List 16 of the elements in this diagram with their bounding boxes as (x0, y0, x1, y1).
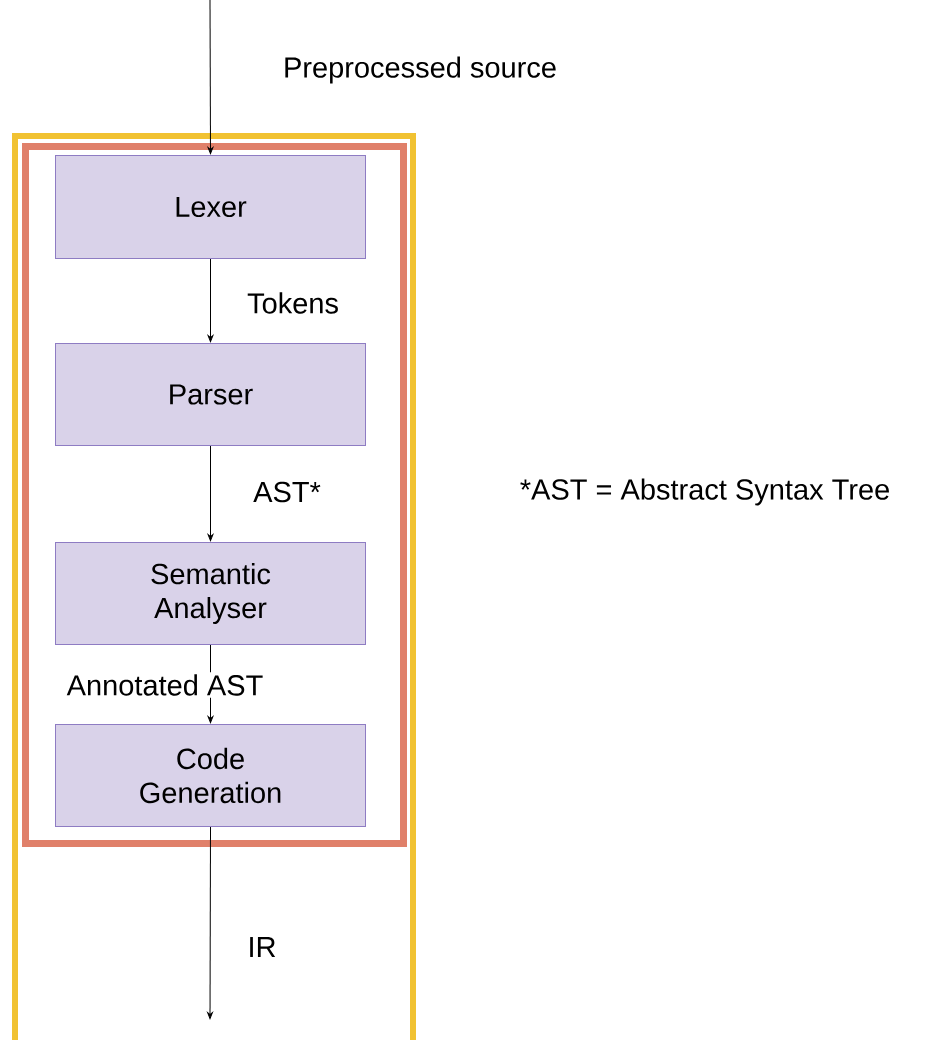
edge-label: IR (245, 935, 279, 959)
note: *AST = Abstract Syntax Tree (520, 478, 889, 506)
process-box: Lexer (55, 155, 366, 259)
group-box (22, 143, 407, 847)
arrow (207, 258, 214, 343)
process-box: Code Generation (55, 724, 366, 827)
edge-label: Annotated AST (64, 672, 266, 698)
process-box: Parser (55, 343, 366, 446)
edge-label: AST* (251, 479, 323, 505)
arrow (207, 445, 214, 542)
edge-label: Tokens (245, 290, 341, 316)
edge-label: Preprocessed source (281, 54, 559, 86)
arrow (207, 0, 214, 155)
group-box (12, 133, 416, 1040)
process-box: Semantic Analyser (55, 542, 366, 645)
arrow (207, 826, 213, 1020)
